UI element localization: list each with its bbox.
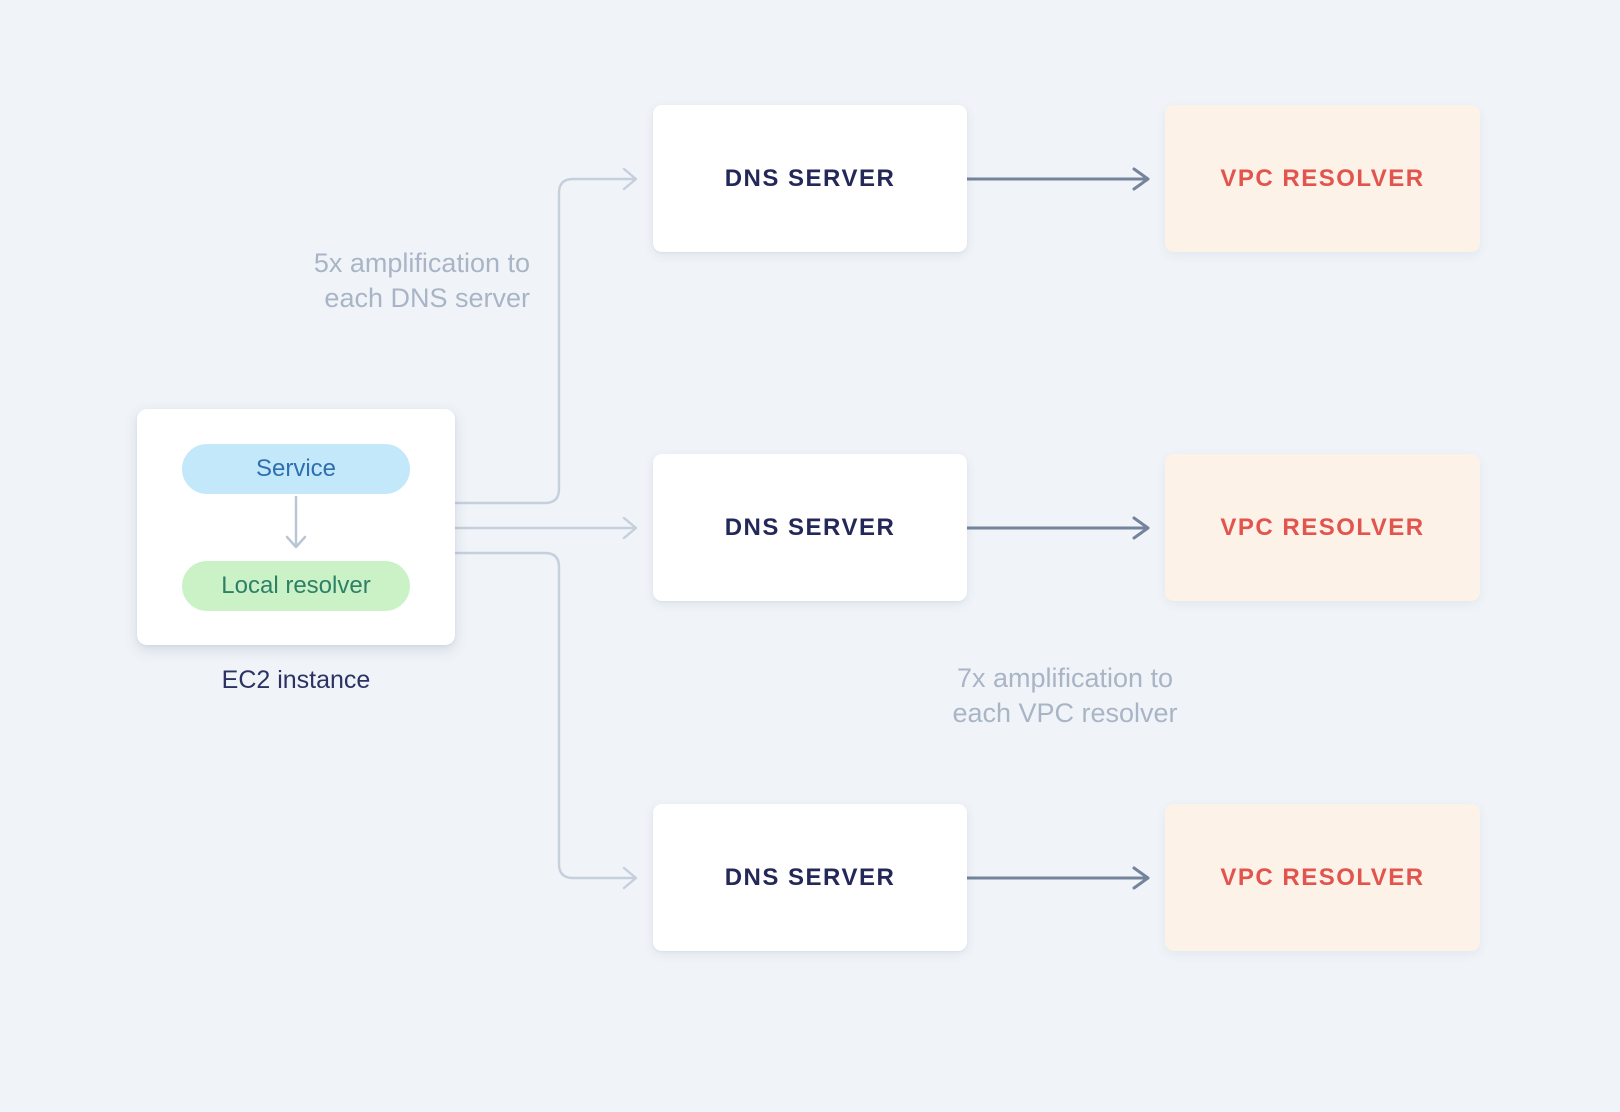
- vpc-amplification-note-line2: each VPC resolver: [952, 698, 1178, 728]
- arrow-dns2-to-vpc2: [965, 516, 1150, 540]
- dns-amplification-note-line2: each DNS server: [324, 283, 530, 313]
- connector-ec2-to-dns-3: [453, 551, 638, 890]
- vpc-resolver-label-1: VPC RESOLVER: [1220, 164, 1425, 192]
- local-resolver-pill: Local resolver: [182, 561, 410, 611]
- ec2-instance-card: Service Local resolver: [137, 409, 455, 645]
- ec2-instance-caption: EC2 instance: [221, 666, 371, 694]
- arrow-dns3-to-vpc3: [965, 866, 1150, 890]
- vpc-resolver-card-2: VPC RESOLVER: [1165, 454, 1480, 601]
- vpc-amplification-note-line1: 7x amplification to: [956, 663, 1174, 693]
- vpc-resolver-card-3: VPC RESOLVER: [1165, 804, 1480, 951]
- vpc-amplification-note: 7x amplification to each VPC resolver: [865, 661, 1265, 731]
- dns-amplification-note: 5x amplification to each DNS server: [230, 246, 530, 316]
- connector-ec2-to-dns-1: [453, 167, 638, 505]
- dns-server-card-3: DNS SERVER: [653, 804, 967, 951]
- vpc-resolver-label-3: VPC RESOLVER: [1220, 863, 1425, 891]
- dns-server-card-2: DNS SERVER: [653, 454, 967, 601]
- service-pill: Service: [182, 444, 410, 494]
- dns-amplification-note-line1: 5x amplification to: [313, 248, 530, 278]
- dns-server-label-2: DNS SERVER: [724, 513, 896, 541]
- dns-server-label-3: DNS SERVER: [724, 863, 896, 891]
- vpc-resolver-card-1: VPC RESOLVER: [1165, 105, 1480, 252]
- arrow-dns1-to-vpc1: [965, 167, 1150, 191]
- dns-server-label-1: DNS SERVER: [724, 164, 896, 192]
- dns-server-card-1: DNS SERVER: [653, 105, 967, 252]
- vpc-resolver-label-2: VPC RESOLVER: [1220, 513, 1425, 541]
- connector-ec2-to-dns-2: [453, 516, 638, 540]
